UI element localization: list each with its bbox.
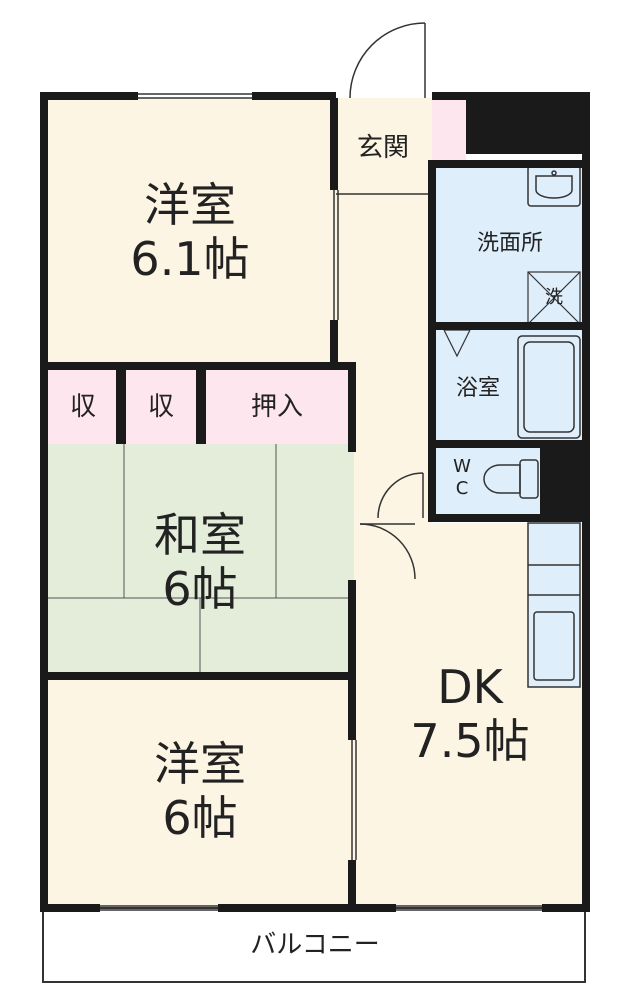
toilet-door [377,472,424,519]
western-room-2-name: 洋室 [154,737,246,791]
western-room-1-size: 6.1帖 [130,232,250,286]
entrance-label: 玄関 [356,133,409,163]
washroom-label: 洗面所 [476,231,543,256]
storage-2-floor [124,368,202,444]
japanese-room-name: 和室 [154,508,246,562]
toilet-label-c: C [455,478,469,499]
windows [100,93,542,911]
japanese-room-size: 6帖 [162,562,238,616]
washer-label: 洗 [545,287,563,308]
western-room-1-floor [46,98,336,368]
western-room-1-name: 洋室 [144,178,236,232]
western-room-2-size: 6帖 [162,791,238,845]
western-room-2-label: 洋室 6帖 [105,737,295,845]
entrance-door [349,22,426,99]
bathtub-icon [517,335,581,439]
bath-door-swing [443,329,471,358]
toilet-label-w: W [453,456,471,477]
toilet-label: W C [440,456,484,500]
washroom-floor [432,166,584,326]
storage-1-label: 収 [69,392,96,422]
storage-1-floor [46,368,124,444]
dk-door [359,523,416,580]
western-room-2-floor [46,674,354,906]
bathroom-floor [432,326,584,442]
western-room-1-label: 洋室 6.1帖 [95,178,285,286]
japanese-room-label: 和室 6帖 [105,508,295,616]
dk-label: DK 7.5帖 [375,660,565,768]
kitchen-counter [527,522,581,688]
balcony-label: バルコニー [250,930,380,960]
tatami-lines [46,444,354,674]
storage-2-label: 収 [147,392,174,422]
entrance-storage-floor [432,100,466,166]
walls [40,92,590,912]
balcony-floor [46,906,584,982]
closet-label: 押入 [250,392,303,422]
dk-size: 7.5帖 [410,714,530,768]
bathroom-label: 浴室 [455,376,500,401]
dk-name: DK [437,660,503,714]
toilet-floor [432,446,540,518]
toilet-bowl-icon [483,459,539,499]
closet-floor [202,368,354,444]
